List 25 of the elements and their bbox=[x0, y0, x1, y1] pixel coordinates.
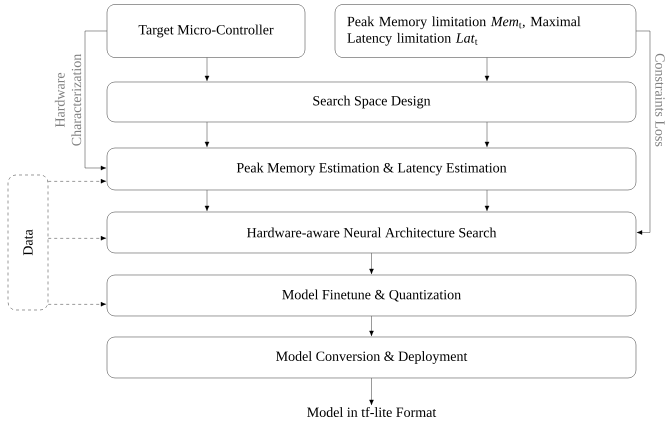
process-box: Hardware-aware Neural Architecture Search bbox=[106, 212, 636, 254]
arrow bbox=[369, 253, 374, 274]
process-box: Peak Memory Estimation & Latency Estimation bbox=[106, 148, 636, 190]
arrow bbox=[369, 316, 374, 336]
arrow bbox=[204, 190, 210, 212]
process-box: Target Micro-Controller bbox=[106, 4, 306, 58]
edge-label: Hardware Characterization bbox=[54, 54, 82, 146]
process-box: Model Conversion & Deployment bbox=[106, 336, 636, 378]
process-box: Search Space Design bbox=[106, 82, 636, 122]
edge-label: Constraints Loss bbox=[655, 54, 665, 146]
arrow bbox=[484, 122, 490, 148]
arrow bbox=[48, 302, 106, 307]
arrow bbox=[204, 122, 210, 148]
arrow bbox=[48, 178, 106, 184]
data-box: Data bbox=[8, 174, 48, 310]
arrow bbox=[369, 378, 374, 406]
arrow bbox=[636, 30, 650, 235]
output-text: Model in tf-lite Format bbox=[307, 406, 436, 417]
arrow bbox=[48, 236, 106, 241]
arrow bbox=[484, 58, 490, 82]
arrow bbox=[484, 190, 490, 212]
arrow bbox=[84, 30, 107, 170]
process-box: Model Finetune & Quantization bbox=[106, 274, 636, 316]
arrow bbox=[204, 58, 210, 82]
process-box: Peak Memory limitation Mem$_{t}$, Maximal Latency limitation Lat$_{t}$ bbox=[334, 4, 636, 58]
